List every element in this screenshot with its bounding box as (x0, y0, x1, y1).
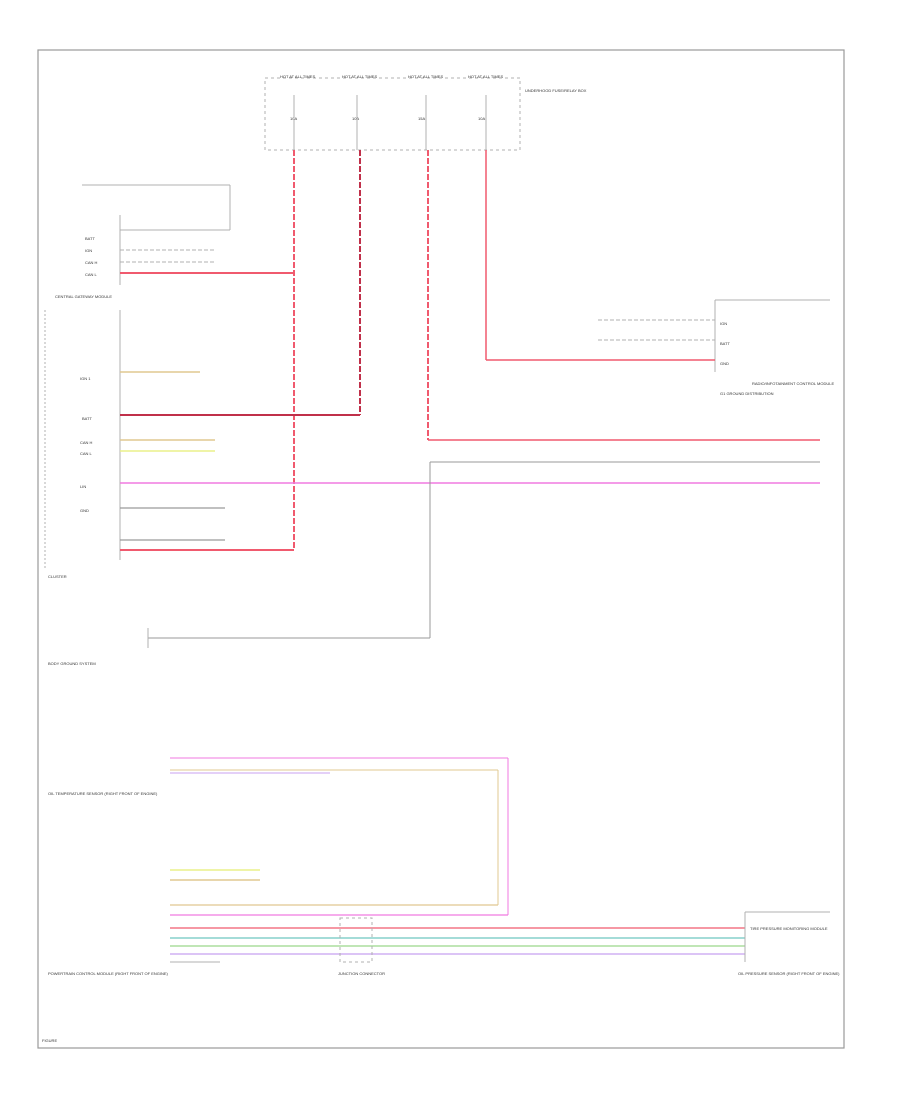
tpm-module-label: TIRE PRESSURE MONITORING MODULE (750, 926, 828, 931)
pcm-module: POWERTRAIN CONTROL MODULE (RIGHT FRONT O… (48, 869, 745, 976)
cluster-label: CLUSTER (48, 574, 67, 579)
cluster-pin-5: LIN (80, 484, 86, 489)
right-pin-3: GND (720, 361, 729, 366)
underhood-fuse-box-label: UNDERHOOD FUSE/RELAY BOX (525, 88, 587, 93)
fuse-2-label: HOT AT ALL TIMES (342, 74, 377, 79)
gateway-pin-2: IGN (85, 248, 92, 253)
central-gateway-module: BATT IGN CAN H CAN L CENTRAL GATEWAY MOD… (55, 184, 294, 299)
cluster-pin-4: CAN L (80, 451, 93, 456)
right-pin-1: IGN (720, 321, 727, 326)
right-pin-2: BATT (720, 341, 730, 346)
fuse-3-rating: 15A (418, 116, 425, 121)
fuse-4-label: HOT AT ALL TIMES (468, 74, 503, 79)
fuse-1-label: HOT AT ALL TIMES (280, 74, 315, 79)
bottom-right-module: TIRE PRESSURE MONITORING MODULE OIL PRES… (738, 911, 840, 976)
cluster-pin-3: CAN H (80, 440, 93, 445)
bottom-right-module-label: OIL PRESSURE SENSOR (RIGHT FRONT OF ENGI… (738, 971, 840, 976)
oil-temp-sensor-label: OIL TEMPERATURE SENSOR (RIGHT FRONT OF E… (48, 791, 158, 796)
cluster-pin-1: IGN 1 (80, 376, 91, 381)
fuse-2: HOT AT ALL TIMES 10A (342, 74, 377, 150)
fuse-2-rating: 10A (352, 116, 359, 121)
junction-connector: JUNCTION CONNECTOR (338, 917, 385, 976)
splice-reference: BODY GROUND SYSTEM (48, 628, 149, 666)
fuse-3-label: HOT AT ALL TIMES (408, 74, 443, 79)
oil-temp-sensor: OIL TEMPERATURE SENSOR (RIGHT FRONT OF E… (48, 757, 509, 915)
right-module-label: RADIO/INFOTAINMENT CONTROL MODULE (752, 381, 834, 386)
underhood-fuse-box: HOT AT ALL TIMES 10A HOT AT ALL TIMES 10… (264, 74, 587, 151)
ground-ref-label: G1 GROUND DISTRIBUTION (720, 391, 774, 396)
diagram-frame (37, 49, 845, 1049)
gateway-pin-1: BATT (85, 236, 95, 241)
fuse-4-rating: 10A (478, 116, 485, 121)
cluster-module: IGN 1 BATT CAN H CAN L LIN GND CLUSTER (44, 310, 820, 579)
splice-reference-label: BODY GROUND SYSTEM (48, 661, 96, 666)
central-gateway-label: CENTRAL GATEWAY MODULE (55, 294, 112, 299)
footer-label: FIGURE (42, 1038, 57, 1043)
junction-label: JUNCTION CONNECTOR (338, 971, 385, 976)
fuse-1: HOT AT ALL TIMES 10A (280, 74, 315, 150)
gateway-pin-4: CAN L (85, 272, 98, 277)
gateway-pin-3: CAN H (85, 260, 98, 265)
pcm-label: POWERTRAIN CONTROL MODULE (RIGHT FRONT O… (48, 971, 169, 976)
cluster-pin-6: GND (80, 508, 89, 513)
fuse-3: HOT AT ALL TIMES 15A (408, 74, 443, 150)
fuse-4: HOT AT ALL TIMES 10A (468, 74, 503, 150)
cluster-pin-2: BATT (82, 416, 92, 421)
right-module: IGN BATT GND RADIO/INFOTAINMENT CONTROL … (486, 299, 834, 386)
